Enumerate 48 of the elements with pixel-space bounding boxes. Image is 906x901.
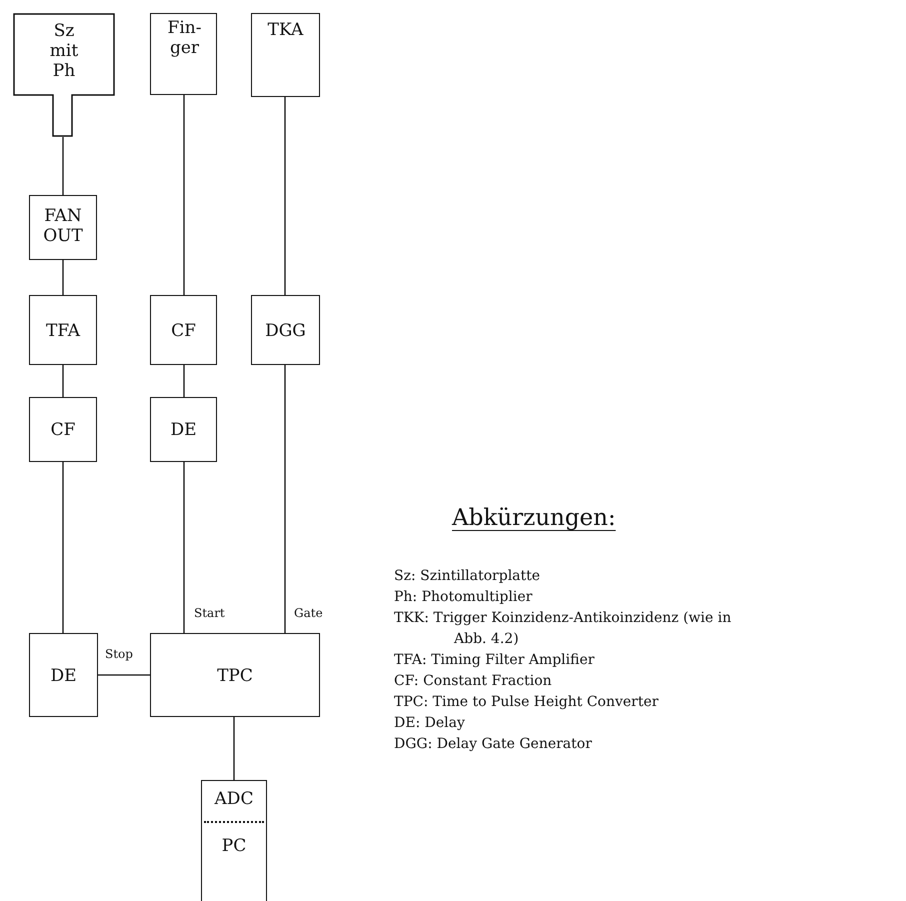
module-box bbox=[251, 13, 320, 97]
connector-line bbox=[62, 137, 64, 195]
abbreviation-entry: TFA: Timing Filter Amplifier bbox=[394, 651, 596, 670]
connector-line bbox=[284, 365, 286, 633]
signal-label: Stop bbox=[104, 647, 134, 661]
module-label: DGG bbox=[264, 321, 307, 341]
abbreviation-entry: DE: Delay bbox=[394, 714, 466, 733]
module-box bbox=[150, 13, 217, 95]
connector-line bbox=[62, 462, 64, 633]
module-box bbox=[150, 633, 320, 717]
abbreviation-entry: DGG: Delay Gate Generator bbox=[394, 735, 593, 754]
module-label: CF bbox=[50, 420, 76, 440]
module-label: DE bbox=[49, 666, 78, 686]
connector-line bbox=[62, 260, 64, 295]
module-label: FAN OUT bbox=[42, 206, 84, 246]
module-box bbox=[29, 295, 97, 365]
connector-line bbox=[183, 365, 185, 397]
module-box bbox=[150, 295, 217, 365]
module-box bbox=[251, 295, 320, 365]
module-label: ADC bbox=[213, 789, 254, 809]
module-label: Fin- ger bbox=[166, 18, 202, 58]
module-box bbox=[201, 780, 267, 901]
module-label: PC bbox=[220, 836, 248, 856]
abbreviation-entry: TKK: Trigger Koinzidenz-Antikoinzidenz (wie in Abb. 4.2) bbox=[394, 609, 732, 649]
connector-line bbox=[183, 462, 185, 633]
connector-line bbox=[284, 97, 286, 295]
detector-box bbox=[13, 13, 115, 137]
connector-line bbox=[62, 365, 64, 397]
abbreviation-entry: CF: Constant Fraction bbox=[394, 672, 553, 691]
module-label: TPC bbox=[216, 666, 254, 686]
connector-line bbox=[98, 674, 150, 676]
connector-line bbox=[233, 717, 235, 780]
module-box bbox=[29, 397, 97, 462]
module-box bbox=[150, 397, 217, 462]
module-label: TKA bbox=[266, 20, 304, 40]
abbreviation-entry: Ph: Photomultiplier bbox=[394, 588, 534, 607]
signal-label: Start bbox=[193, 606, 226, 620]
module-label: DE bbox=[169, 420, 198, 440]
legend-heading: Abkürzungen: bbox=[452, 504, 616, 533]
signal-label: Gate bbox=[293, 606, 324, 620]
abbreviation-entry: TPC: Time to Pulse Height Converter bbox=[394, 693, 660, 712]
module-label: Sz mit Ph bbox=[48, 21, 80, 81]
module-box bbox=[29, 633, 98, 717]
abbreviation-entry: Sz: Szintillatorplatte bbox=[394, 567, 542, 586]
connector-line bbox=[183, 95, 185, 295]
module-label: TFA bbox=[45, 321, 82, 341]
module-box bbox=[29, 195, 97, 260]
module-label: CF bbox=[170, 321, 197, 341]
